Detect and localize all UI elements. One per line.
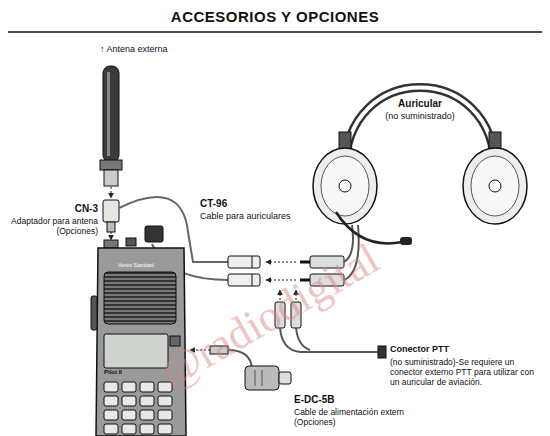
part-name: E-DC-5B (294, 394, 414, 406)
part-name: CT-96 (200, 198, 310, 210)
key (122, 410, 136, 420)
key (104, 382, 118, 392)
part-name: Conector PTT (390, 344, 545, 355)
key (140, 424, 154, 434)
watermark: @radiodigital (75, 189, 465, 436)
key (158, 382, 172, 392)
key (140, 410, 154, 420)
part-note: (no suministrado)-Se requiere un conecto… (390, 357, 545, 388)
part-name: Auricular (370, 98, 470, 110)
part-description: Adaptador para antena (Opciones) (5, 216, 98, 236)
power-cable (190, 346, 291, 390)
insert-arrows (266, 262, 296, 280)
key (140, 382, 154, 392)
key (140, 396, 154, 406)
antenna (100, 66, 122, 198)
page-title: ACCESORIOS Y OPCIONES (0, 8, 550, 25)
part-note: ↑ Antena externa (100, 44, 220, 55)
headset (313, 88, 527, 246)
key (158, 424, 172, 434)
key (104, 410, 118, 420)
title-rule (8, 31, 542, 33)
cable-jacks (228, 256, 260, 286)
key (122, 382, 136, 392)
headset-plugs (300, 225, 359, 286)
part-description: Cable de alimentación extern (Opciones) (294, 407, 444, 427)
key (122, 424, 136, 434)
model-mark: Pilot II (104, 369, 144, 376)
part-description: Cable para auriculares (200, 211, 320, 222)
key (122, 396, 136, 406)
part-name: CN-3 (5, 203, 98, 215)
part-note: (no suministrado) (370, 111, 470, 122)
key (158, 396, 172, 406)
radio (91, 226, 186, 436)
ptt-connector (275, 290, 386, 358)
antenna-adapter (103, 200, 119, 240)
key (104, 424, 118, 434)
key (104, 396, 118, 406)
brand-mark: Vertex Standard (118, 262, 168, 268)
key (158, 410, 172, 420)
